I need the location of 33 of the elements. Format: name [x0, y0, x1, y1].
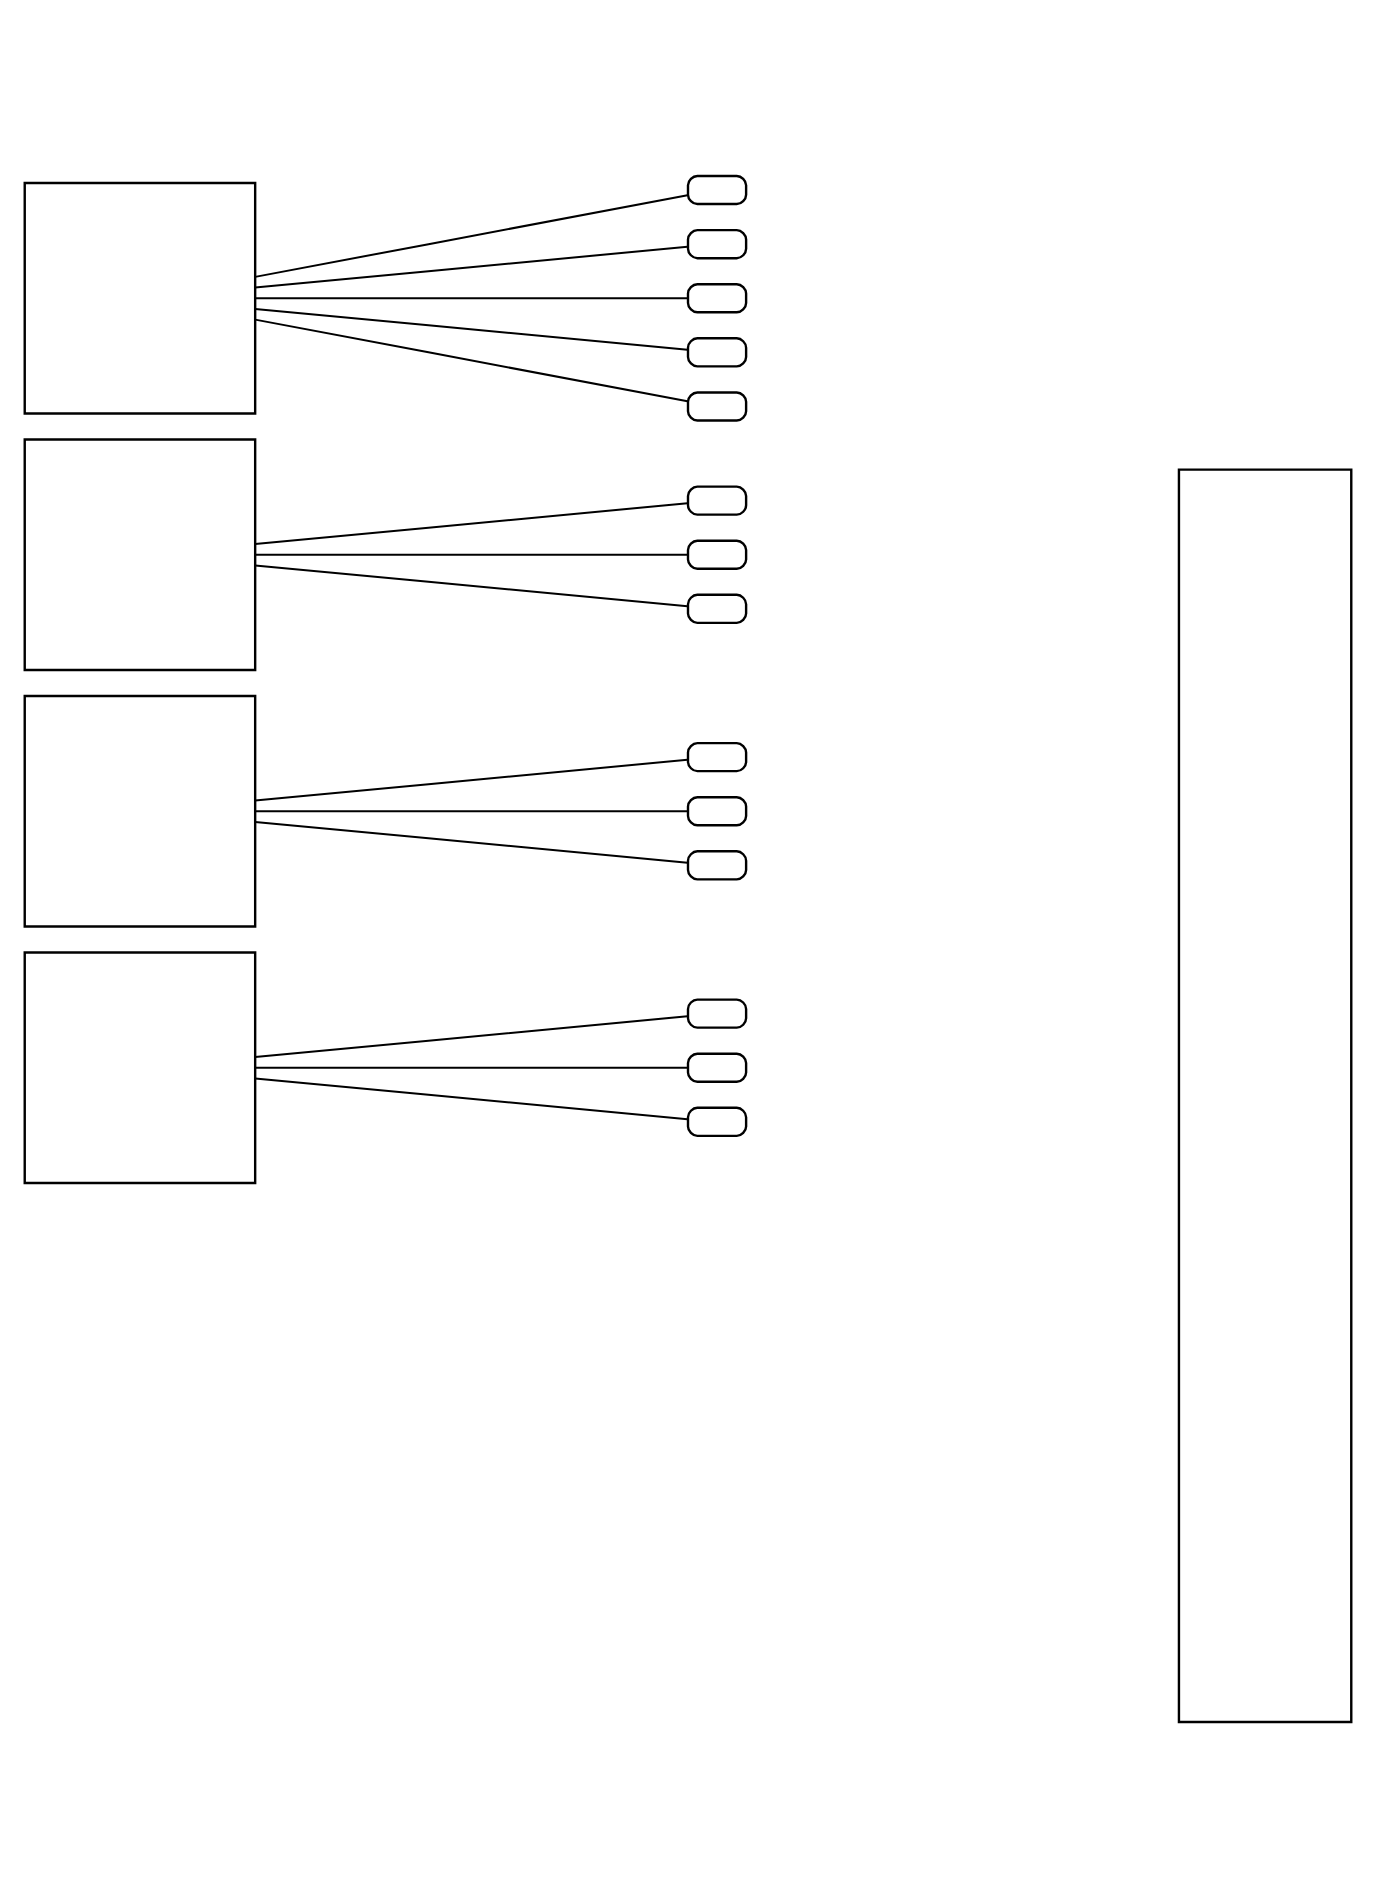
node-pill — [686, 1052, 748, 1083]
node-box — [23, 694, 257, 928]
node-pill — [686, 741, 748, 773]
node-pill — [686, 593, 748, 625]
node-box — [23, 951, 257, 1185]
node-pill — [686, 485, 748, 516]
node-box — [23, 438, 257, 672]
node-pill — [686, 1106, 748, 1138]
connector — [254, 502, 689, 546]
node-pill — [686, 998, 748, 1029]
connector — [254, 307, 689, 351]
connector — [254, 810, 689, 813]
connector — [254, 194, 689, 278]
node-bar — [1177, 468, 1353, 1724]
node-pill — [686, 283, 748, 314]
connector — [254, 564, 689, 608]
node-pill — [686, 539, 748, 570]
node-pill — [686, 337, 748, 368]
connector — [254, 1077, 689, 1121]
node-pill — [686, 174, 748, 206]
node-pill — [686, 391, 748, 422]
connector — [254, 297, 689, 300]
connector — [254, 1015, 689, 1059]
connector — [254, 245, 689, 289]
connector — [254, 318, 689, 403]
node-box — [23, 181, 257, 415]
connector — [254, 820, 689, 864]
connector — [254, 1066, 689, 1069]
node-pill — [686, 796, 748, 827]
connector — [254, 758, 689, 802]
connector — [254, 553, 689, 556]
node-pill — [686, 850, 748, 881]
node-pill — [686, 228, 748, 260]
